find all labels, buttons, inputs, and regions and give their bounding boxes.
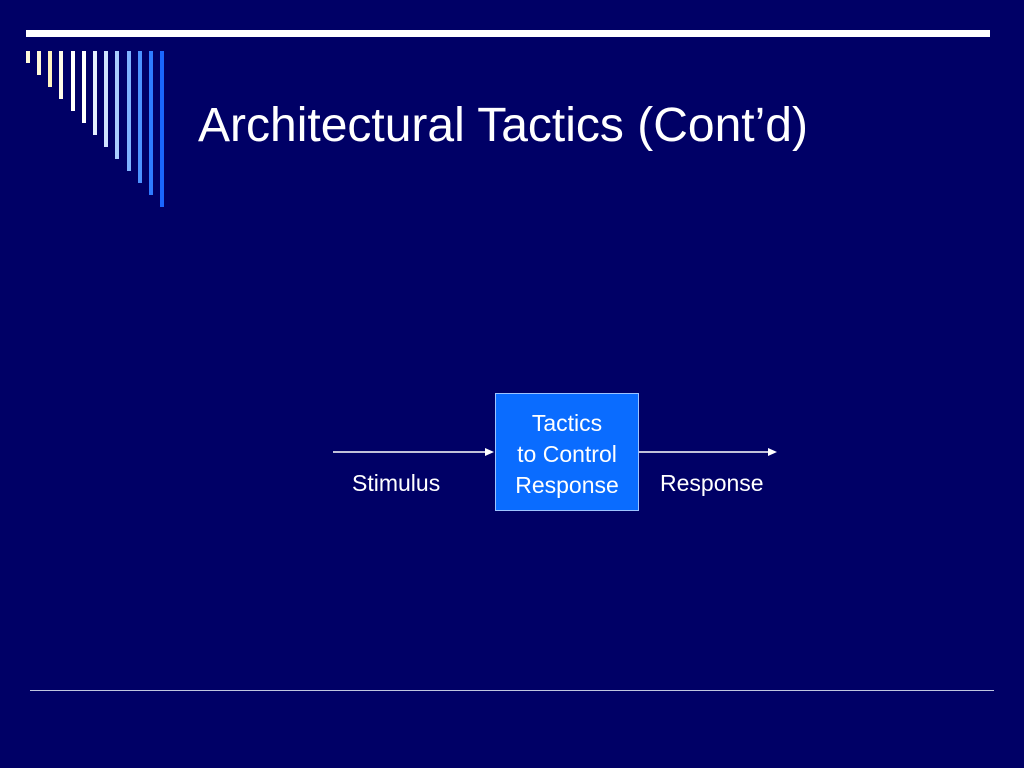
tactics-box-line: Tactics	[531, 410, 603, 436]
stimulus-label: Stimulus	[352, 470, 441, 496]
stripe	[82, 51, 86, 123]
bottom-rule	[30, 690, 994, 691]
stripe	[127, 51, 131, 171]
stripe	[138, 51, 142, 183]
output-arrow-head	[768, 448, 777, 456]
stripe	[26, 51, 30, 63]
top-rule	[26, 30, 990, 37]
stripe	[93, 51, 97, 135]
tactics-box-line: to Control	[517, 441, 617, 467]
slide-title: Architectural Tactics (Cont’d)	[198, 99, 808, 152]
stripe	[160, 51, 164, 207]
tactics-box-line: Response	[515, 472, 619, 498]
stripe	[71, 51, 75, 111]
response-label: Response	[660, 470, 764, 496]
tactics-box: Tactics to Control Response	[495, 393, 639, 511]
stripe	[115, 51, 119, 159]
stripe	[149, 51, 153, 195]
input-arrow-head	[485, 448, 494, 456]
stripe	[104, 51, 108, 147]
stripe	[59, 51, 63, 99]
decorative-stripes	[26, 51, 164, 207]
stripe	[48, 51, 52, 87]
stripe	[37, 51, 41, 75]
